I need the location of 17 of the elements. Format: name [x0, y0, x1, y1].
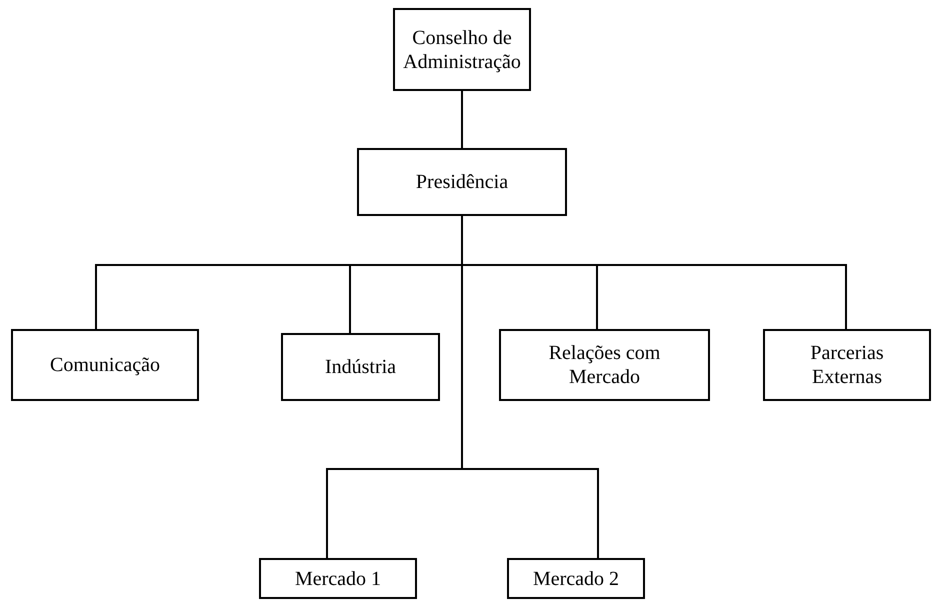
box-label: Comunicação [50, 353, 160, 377]
org-box [507, 558, 645, 599]
box-label: Conselho de Administração [403, 26, 521, 74]
box-label: Parcerias Externas [809, 341, 885, 389]
org-box [11, 329, 199, 401]
box-label: Presidência [416, 170, 508, 194]
org-box [499, 329, 710, 401]
box-label: Mercado 1 [294, 566, 382, 590]
box-label: Mercado 2 [532, 566, 620, 590]
org-box [281, 333, 440, 401]
connector-line [461, 91, 463, 148]
org-box [357, 148, 567, 216]
box-label: Relações com Mercado [548, 341, 662, 389]
org-box [393, 8, 531, 91]
org-box [259, 558, 417, 599]
org-box [763, 329, 931, 401]
box-label: Indústria [324, 355, 396, 379]
